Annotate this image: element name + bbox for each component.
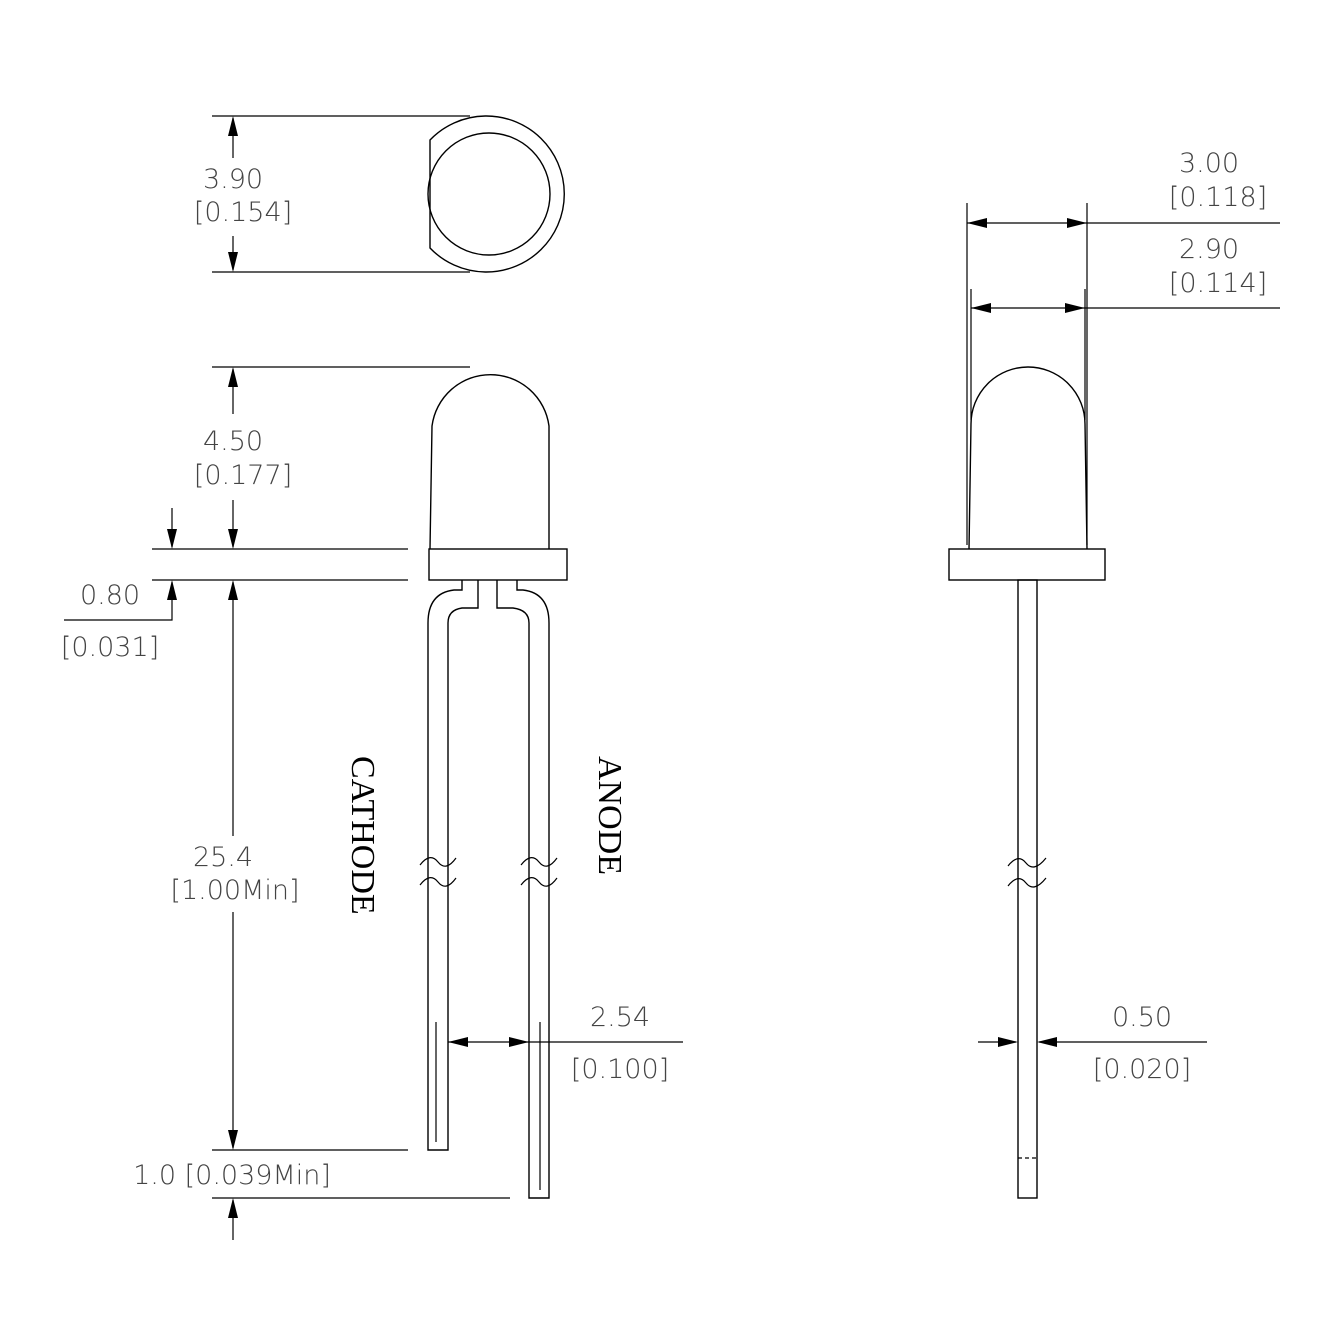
front-lens-outline [429,374,550,550]
front-view: 4.50 [0.177] 0.80 [0.031] 25.4 [1.00Min]… [61,366,683,1240]
top-view-outer-outline [429,115,565,273]
lead-length-arrow-up [228,580,238,600]
side-break-symbol-upper [1007,857,1047,868]
side-view: 3.00 [0.118] 2.90 [0.114] 0.50 [0.020] [948,148,1280,1199]
lead-offset-arrow-up [228,1198,238,1218]
flange-width-arrow-right [1067,218,1087,228]
diameter-mm-label: 3.90 [203,164,263,195]
flange-width-mm-label: 3.00 [1179,148,1239,179]
lead-length-arrow-down [228,1130,238,1150]
cathode-lead-outline [427,580,479,1151]
anode-lead-outline [496,580,550,1199]
side-break-symbol-lower [1007,877,1047,888]
flange-width-arrow-left [967,218,987,228]
cathode-label: CATHODE [344,756,381,915]
lens-width-arrow-left [971,303,991,313]
diameter-arrow-down [228,252,238,272]
lead-spacing-inch-label: [0.100] [571,1054,669,1085]
lens-width-arrow-right [1065,303,1085,313]
lead-spacing-arrow-right [509,1037,529,1047]
flange-width-inch-label: [0.118] [1169,182,1267,213]
flange-arrow-down [167,529,177,549]
lead-width-arrow-left [998,1037,1018,1047]
lead-length-inch-label: [1.00Min] [170,875,299,906]
lens-height-arrow-down [228,529,238,549]
flange-mm-label: 0.80 [80,580,140,611]
flange-leader-line [64,582,173,621]
side-lens-outline [968,366,1088,550]
side-flange [948,548,1106,581]
cathode-break-symbol-upper [419,857,457,867]
lead-offset-label: 1.0 [0.039Min] [133,1160,331,1191]
lens-height-mm-label: 4.50 [203,426,263,457]
anode-break-symbol-lower [520,877,558,887]
lead-width-arrow-right [1037,1037,1057,1047]
top-view-lens-circle [427,132,551,256]
anode-label: ANODE [591,756,628,875]
cathode-break-symbol-lower [419,877,457,887]
lead-spacing-arrow-left [448,1037,468,1047]
anode-break-symbol-upper [520,857,558,867]
lead-length-mm-label: 25.4 [193,842,253,873]
lens-width-mm-label: 2.90 [1179,234,1239,265]
flange-inch-label: [0.031] [61,632,159,663]
side-lead [1017,579,1038,1199]
lead-width-inch-label: [0.020] [1093,1054,1191,1085]
lens-height-inch-label: [0.177] [194,460,292,491]
lens-height-arrow-up [228,367,238,387]
lead-width-mm-label: 0.50 [1112,1002,1172,1033]
diameter-arrow-up [228,116,238,136]
lens-width-inch-label: [0.114] [1169,268,1267,299]
diameter-inch-label: [0.154] [194,197,292,228]
lead-spacing-mm-label: 2.54 [590,1002,650,1033]
top-view: 3.90 [0.154] [194,115,565,273]
front-flange [428,548,568,581]
